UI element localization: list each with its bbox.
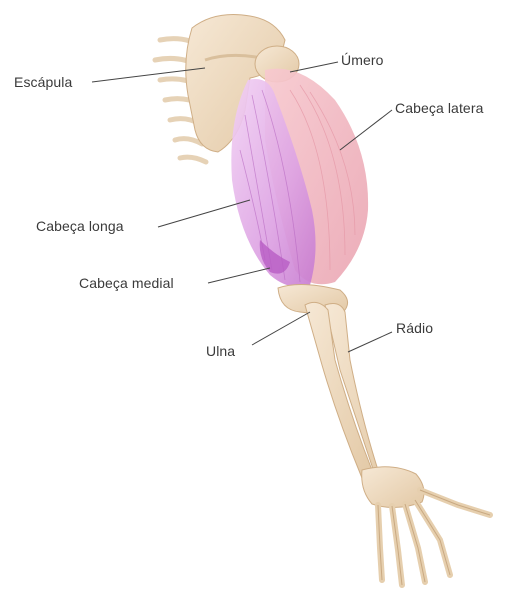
leader-line-ulna (252, 312, 310, 345)
label-ulna: Ulna (206, 343, 235, 359)
label-cabeca-longa: Cabeça longa (36, 218, 124, 234)
label-radio: Rádio (396, 320, 433, 336)
label-escapula: Escápula (14, 74, 72, 90)
leader-line-radio (348, 332, 392, 352)
label-umero: Úmero (341, 52, 384, 68)
leader-line-cabeca-longa (158, 200, 250, 227)
label-cabeca-medial: Cabeça medial (79, 275, 174, 291)
label-cabeca-lateral: Cabeça latera (395, 100, 483, 116)
leader-line-cabeca-medial (208, 268, 270, 283)
